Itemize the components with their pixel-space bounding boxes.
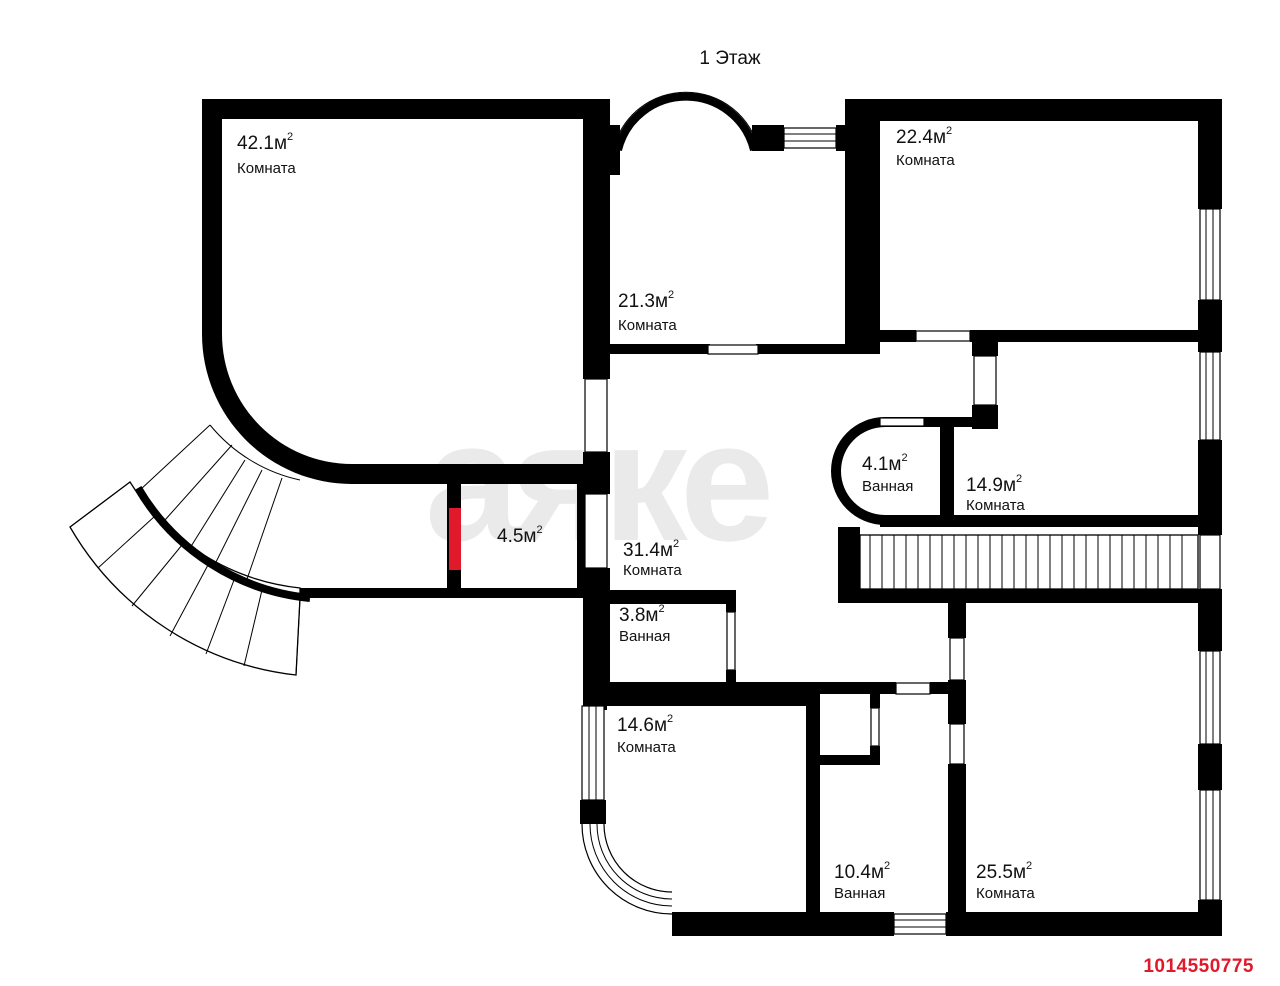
- curved-staircase: [69, 424, 311, 676]
- room-label-21: 21.3м2 Комната: [618, 289, 677, 334]
- room-name: Комната: [976, 885, 1035, 902]
- room-area: 14.9м: [966, 475, 1016, 496]
- walls: [202, 99, 1222, 936]
- room-label-22: 22.4м2 Комната: [896, 125, 955, 169]
- room-area: 3.8м: [619, 605, 658, 626]
- room-label-25-5: 25.5м2 Комната: [976, 860, 1035, 902]
- room-label-14-6: 14.6м2 Комната: [617, 713, 676, 756]
- room-name: Комната: [896, 152, 955, 169]
- door-marker: [449, 508, 461, 570]
- svg-text:25.5м2: 25.5м2: [976, 860, 1032, 883]
- room-name: Комната: [966, 497, 1025, 514]
- windows: [581, 91, 1221, 935]
- svg-text:22.4м2: 22.4м2: [896, 125, 952, 148]
- room-label-10-4: 10.4м2 Ванная: [834, 860, 890, 902]
- room-label-4-1: 4.1м2 Ванная: [862, 452, 913, 495]
- room-area: 4.1м: [862, 454, 901, 475]
- room-area: 10.4м: [834, 862, 884, 883]
- room-area: 25.5м: [976, 862, 1026, 883]
- room-name: Комната: [623, 562, 682, 579]
- room-label-14-9: 14.9м2 Комната: [966, 473, 1025, 514]
- room-area: 4.5м: [497, 526, 536, 547]
- room-name: Комната: [617, 739, 676, 756]
- straight-staircase: [859, 534, 1199, 590]
- room-area: 21.3м: [618, 291, 668, 312]
- svg-text:4.5м2: 4.5м2: [497, 524, 543, 547]
- svg-text:31.4м2: 31.4м2: [623, 538, 679, 561]
- room-area: 14.6м: [617, 715, 667, 736]
- svg-text:21.3м2: 21.3м2: [618, 289, 674, 312]
- room-name: Комната: [237, 160, 296, 177]
- room-label-31-4: 31.4м2 Комната: [623, 538, 682, 579]
- room-area: 22.4м: [896, 127, 946, 148]
- room-name: Ванная: [834, 885, 885, 902]
- svg-text:3.8м2: 3.8м2: [619, 603, 665, 626]
- room-name: Комната: [618, 317, 677, 334]
- svg-text:42.1м2: 42.1м2: [237, 131, 293, 154]
- room-label-42: 42.1м2 Комната: [237, 131, 296, 177]
- svg-text:14.6м2: 14.6м2: [617, 713, 673, 736]
- room-area: 42.1м: [237, 133, 287, 154]
- floor-title: 1 Этаж: [699, 48, 761, 69]
- room-area: 31.4м: [623, 540, 673, 561]
- room-name: Ванная: [619, 628, 670, 645]
- svg-text:4.1м2: 4.1м2: [862, 452, 908, 475]
- svg-text:10.4м2: 10.4м2: [834, 860, 890, 883]
- room-name: Ванная: [862, 478, 913, 495]
- room-label-4-5: 4.5м2: [497, 524, 543, 547]
- room-label-3-8: 3.8м2 Ванная: [619, 603, 670, 645]
- svg-text:14.9м2: 14.9м2: [966, 473, 1022, 496]
- listing-code: 1014550775: [1143, 956, 1254, 977]
